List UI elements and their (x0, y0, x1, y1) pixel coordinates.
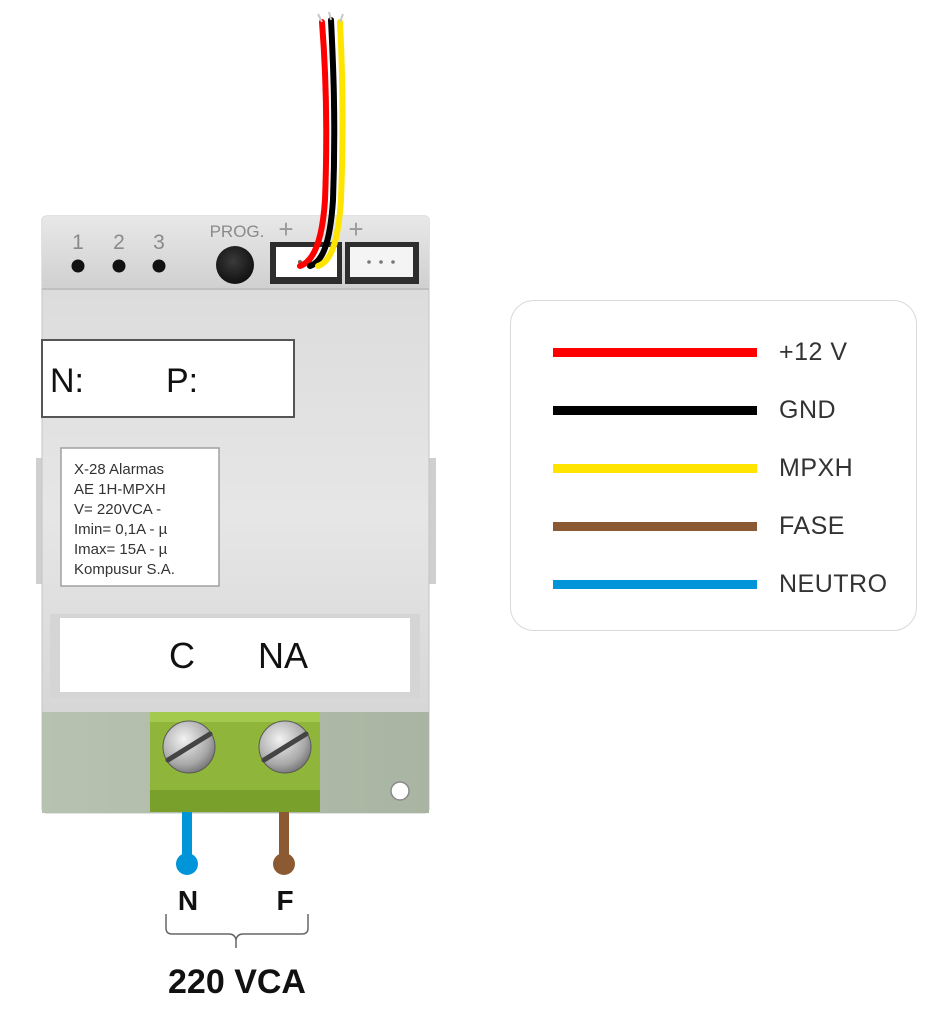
info-line-5: Imax= 15A - µ (74, 541, 168, 558)
legend-item: FASE (553, 497, 913, 555)
pin-icon (367, 260, 371, 264)
legend-label: FASE (779, 511, 845, 540)
legend-item: NEUTRO (553, 555, 913, 613)
legend-label: +12 V (779, 337, 848, 366)
window-n-label: N: (50, 362, 84, 400)
top-panel-divider (42, 288, 429, 290)
indicator-label-3: 3 (153, 231, 165, 254)
black-wire-strand (328, 11, 332, 21)
legend-item: MPXH (553, 439, 913, 497)
id-label-window (41, 339, 295, 418)
terminal-block (150, 712, 320, 812)
indicator-label-1: 1 (72, 231, 84, 254)
info-line-3: V= 220VCA - (74, 501, 161, 518)
connector-right (345, 242, 419, 284)
legend-label: NEUTRO (779, 569, 888, 598)
yellow-wire-strand (339, 13, 344, 23)
legend-swatch (553, 521, 757, 531)
screw-left-slot (165, 731, 213, 763)
red-wire-strand (317, 13, 323, 23)
legend-swatch (553, 463, 757, 473)
signal-cable (297, 11, 346, 269)
indicator-leds: 1 2 3 (71, 231, 166, 273)
phase-terminal-label: F (276, 885, 293, 916)
prog-label: PROG. (210, 222, 265, 241)
info-line-2: AE 1H-MPXH (74, 481, 166, 498)
led-3-icon (152, 259, 166, 273)
neutral-terminal-label: N (178, 885, 198, 916)
red-wire (297, 19, 330, 269)
info-line-4: Imin= 0,1A - µ (74, 521, 168, 538)
led-1-icon (71, 259, 85, 273)
legend-item: +12 V (553, 323, 913, 381)
legend-label: MPXH (779, 453, 854, 482)
info-label (60, 447, 220, 587)
wire-color-legend: +12 V GND MPXH FASE NEUTRO (510, 300, 917, 631)
side-clip-left (36, 458, 46, 584)
window-p-label: P: (166, 362, 198, 400)
mounting-hole-icon (390, 781, 410, 801)
yellow-wire (315, 19, 346, 269)
side-clip-right (426, 458, 436, 584)
info-line-1: X-28 Alarmas (74, 461, 164, 478)
contact-window (60, 618, 410, 692)
supply-voltage-label: 220 VCA (168, 963, 306, 1001)
contact-na-label: NA (258, 635, 308, 676)
prog-button[interactable] (216, 246, 254, 284)
pin-icon (391, 260, 395, 264)
phase-wire-tip-icon (273, 853, 295, 875)
legend-swatch (553, 579, 757, 589)
screw-right-slot (261, 731, 309, 763)
pin-icon (379, 260, 383, 264)
legend-label: GND (779, 395, 837, 424)
neutral-wire-tip-icon (176, 853, 198, 875)
led-2-icon (112, 259, 126, 273)
black-wire (307, 17, 338, 269)
legend-item: GND (553, 381, 913, 439)
terminal-block-top (150, 712, 320, 722)
info-line-6: Kompusur S.A. (74, 561, 175, 578)
contact-c-label: C (169, 635, 195, 676)
indicator-label-2: 2 (113, 231, 125, 254)
terminal-block-bottom (150, 790, 320, 812)
plus-label-right: + (348, 214, 363, 244)
legend-swatch (553, 405, 757, 415)
supply-brace (165, 914, 309, 941)
plus-label-left: + (278, 214, 293, 244)
legend-swatch (553, 347, 757, 357)
